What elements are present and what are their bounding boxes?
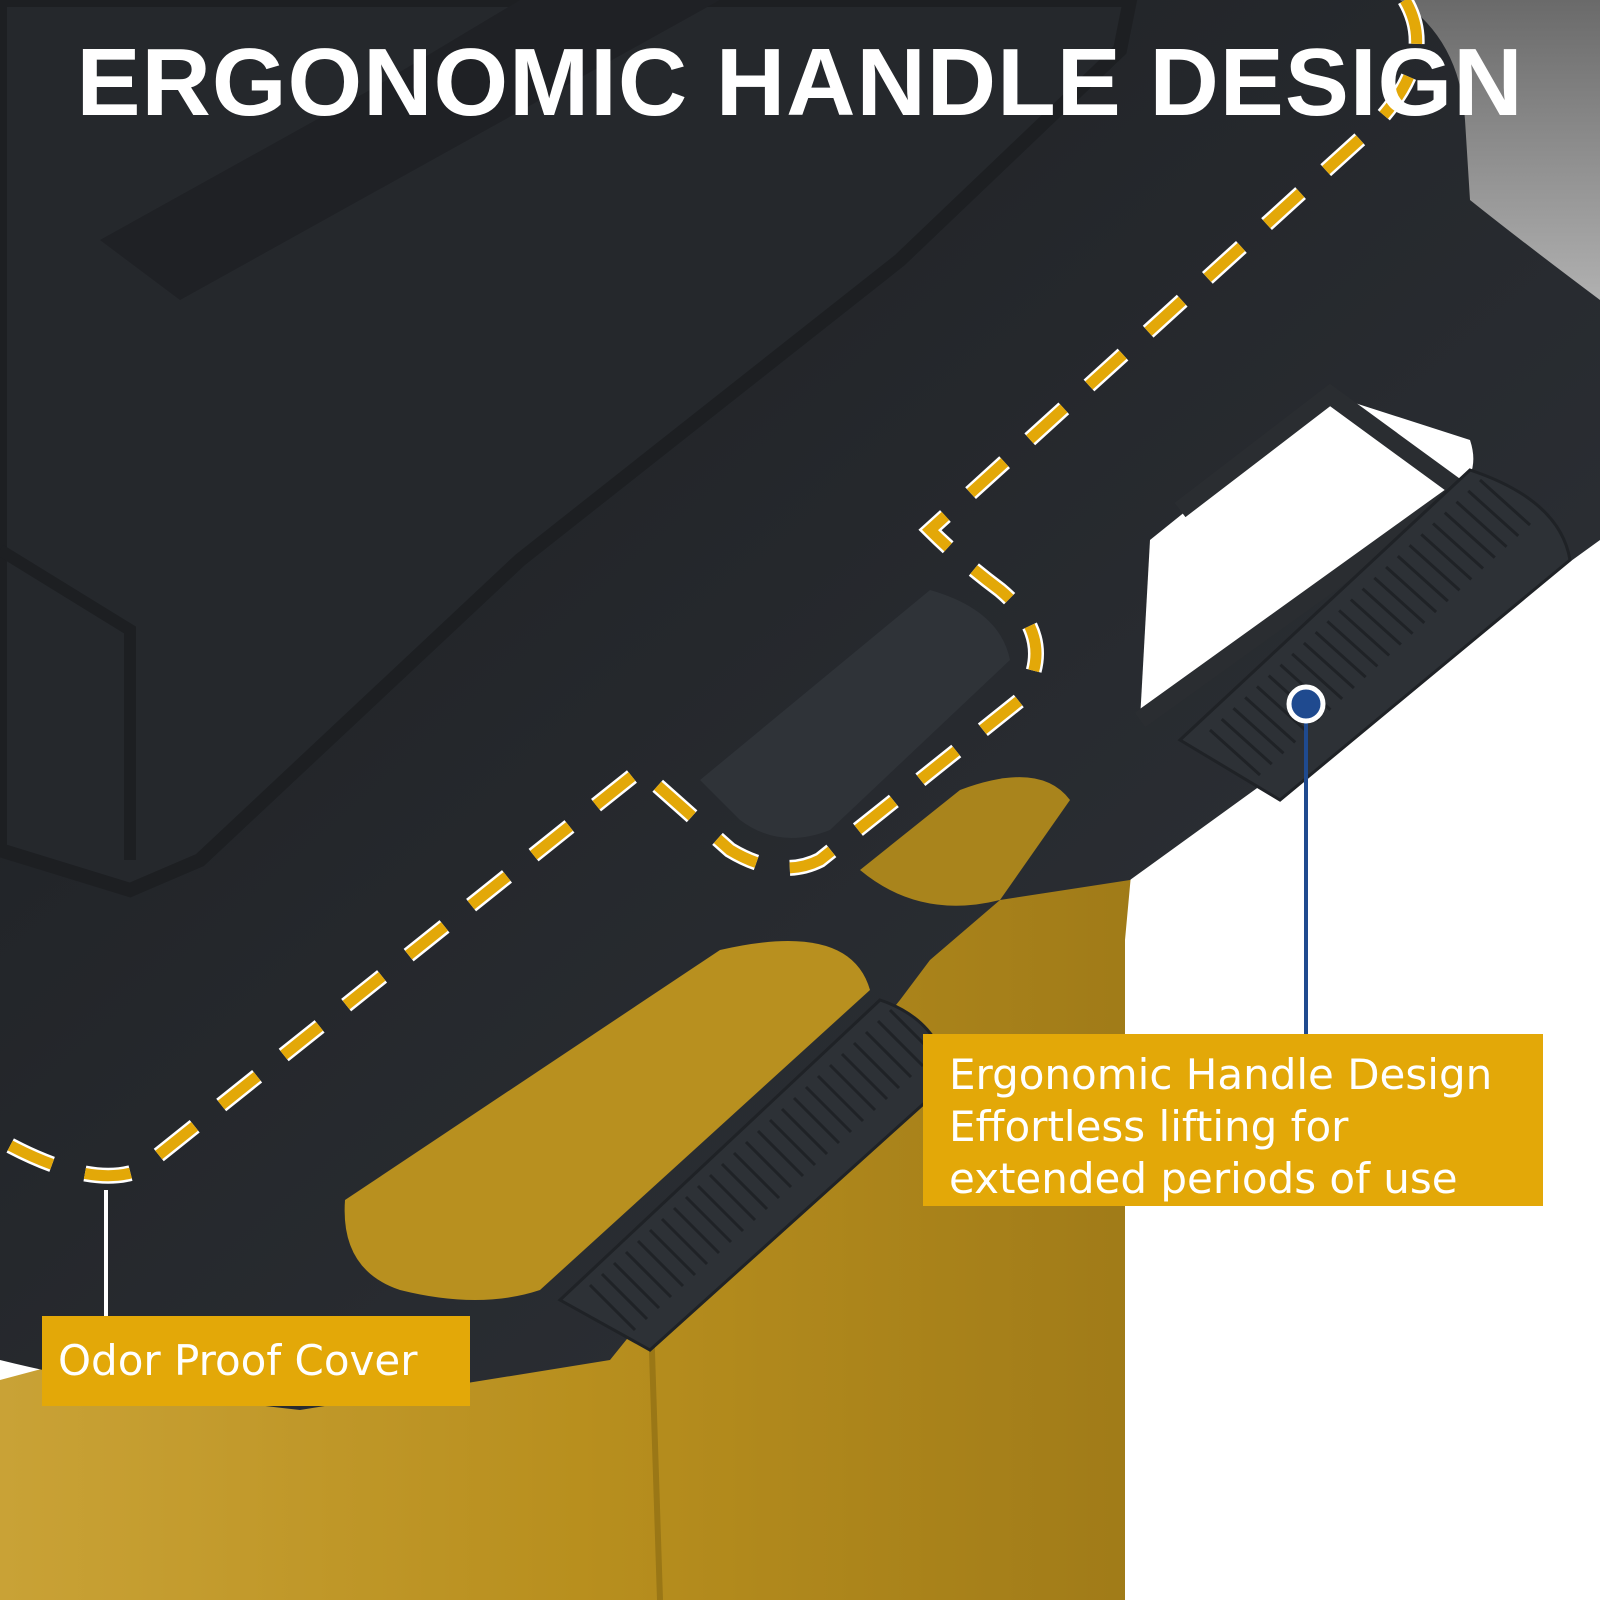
lid-latch-tab <box>700 590 1010 838</box>
grip-rib <box>1338 609 1391 657</box>
cover-callout: Odor Proof Cover <box>42 1316 470 1406</box>
grip-rib <box>1291 652 1344 701</box>
grip-rib <box>624 1250 673 1299</box>
grip-rib <box>840 1052 889 1101</box>
grip-rib <box>864 1030 913 1079</box>
grip-rib <box>1420 533 1473 581</box>
center-gap <box>860 777 1070 906</box>
lid-seam-dashed-outline-inner <box>0 0 1423 1182</box>
grip-rib <box>1443 511 1496 559</box>
grip-rib <box>1361 587 1414 635</box>
grip-rib <box>696 1184 745 1233</box>
handle-callout-title: Ergonomic Handle Design <box>949 1050 1493 1099</box>
side-handle-gap <box>1134 383 1476 728</box>
handle-marker-dot <box>1286 684 1326 724</box>
grip-rib <box>600 1272 649 1321</box>
grip-rib <box>756 1129 805 1178</box>
side-handle-grip <box>1177 468 1572 802</box>
grip-rib <box>684 1195 733 1244</box>
grip-rib <box>792 1096 841 1145</box>
handle-callout-line: Effortless lifting for <box>949 1102 1349 1151</box>
front-handle-opening <box>344 941 871 1300</box>
grip-rib <box>852 1041 901 1090</box>
grip-rib <box>672 1206 721 1255</box>
grip-rib <box>612 1261 661 1310</box>
grip-rib <box>1314 631 1367 679</box>
grip-rib <box>768 1118 817 1167</box>
lid-top-edge <box>0 544 136 860</box>
grip-rib <box>732 1151 781 1200</box>
page-title: ERGONOMIC HANDLE DESIGN <box>76 29 1524 136</box>
grip-rib <box>1244 696 1297 744</box>
grip-rib <box>876 1019 925 1068</box>
grip-rib <box>648 1228 697 1277</box>
grip-rib <box>708 1173 757 1222</box>
handle-callout-line: extended periods of use <box>949 1154 1458 1203</box>
grip-rib <box>1478 478 1532 527</box>
lid-top-recess <box>100 0 720 300</box>
grip-rib <box>660 1217 709 1266</box>
grip-rib <box>816 1074 865 1123</box>
grip-rib <box>804 1085 853 1134</box>
grip-rib <box>1349 598 1402 646</box>
grip-rib <box>1302 641 1355 690</box>
grip-rib <box>828 1063 877 1112</box>
cover-callout-label: Odor Proof Cover <box>58 1336 418 1385</box>
grip-rib <box>1396 554 1449 603</box>
grip-rib <box>1455 500 1508 548</box>
grip-rib <box>720 1162 769 1211</box>
grip-rib <box>1373 576 1426 624</box>
grip-rib <box>1220 718 1273 766</box>
grip-rib <box>1385 565 1438 614</box>
grip-rib <box>588 1283 637 1332</box>
grip-rib <box>1232 707 1285 755</box>
grip-rib <box>636 1239 685 1288</box>
grip-rib <box>1408 544 1461 592</box>
grip-rib <box>1208 728 1262 777</box>
grip-rib <box>1326 620 1379 668</box>
grip-rib <box>1432 522 1485 570</box>
grip-rib <box>744 1140 793 1189</box>
grip-rib <box>780 1107 829 1156</box>
grip-rib <box>1255 685 1308 733</box>
grip-rib <box>1467 489 1520 537</box>
side-handle-opening <box>1140 395 1474 720</box>
handle-callout: Ergonomic Handle Design Effortless lifti… <box>923 1034 1543 1206</box>
